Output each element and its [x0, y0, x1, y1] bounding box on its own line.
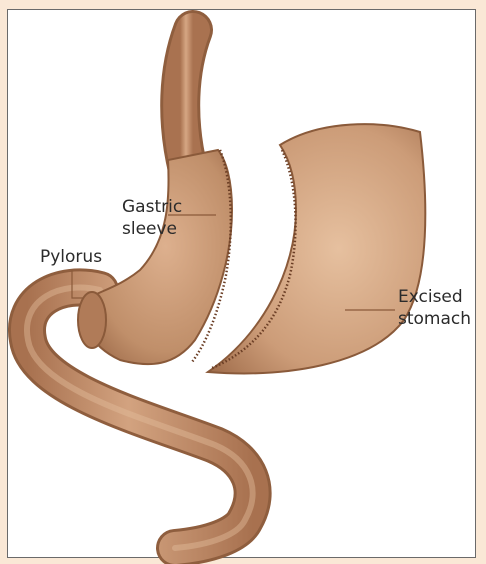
- gastric-sleeve-label-line1: Gastric: [122, 197, 182, 217]
- excised-stomach-label-line1: Excised: [398, 287, 463, 307]
- pylorus-label: Pylorus: [40, 247, 102, 267]
- pylorus-ring: [78, 292, 106, 348]
- gastric-sleeve-label-line2: sleeve: [122, 219, 177, 239]
- excised-stomach: [208, 124, 425, 373]
- excised-stomach-label-line2: stomach: [398, 309, 471, 329]
